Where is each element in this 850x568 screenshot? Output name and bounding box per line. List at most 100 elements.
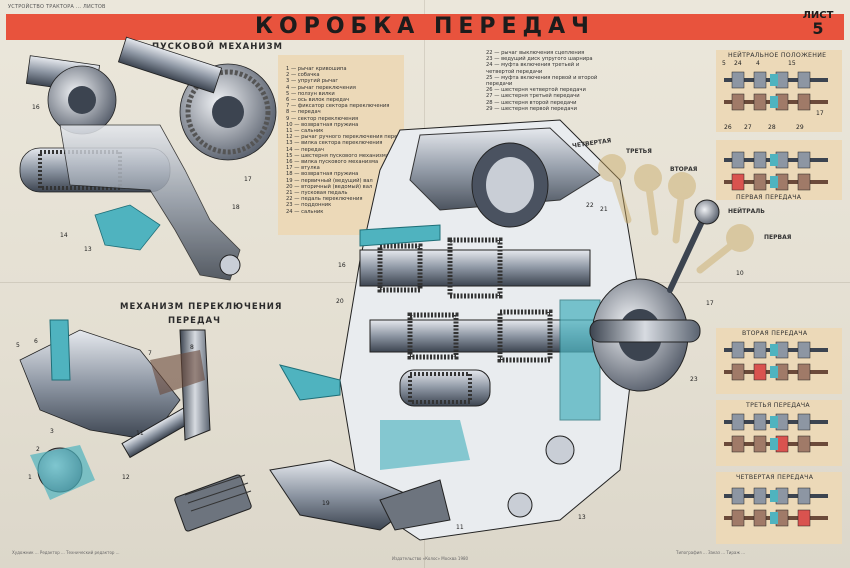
shift-coupling xyxy=(770,416,778,428)
legend-left-item: 11 — сальник xyxy=(286,128,324,135)
callout-number: 8 xyxy=(190,344,194,351)
legend-left-item: 20 — вторичный (ведомый) вал xyxy=(286,183,373,190)
callout-number: 11 xyxy=(136,430,144,437)
legend-right-item: 22 — рычаг выключения сцепления xyxy=(486,50,585,56)
shift-mechanism xyxy=(19,319,252,532)
gear-block xyxy=(753,363,767,381)
shift-coupling xyxy=(770,74,778,86)
legend-left-item: 5 — ползун вилки xyxy=(286,90,335,97)
gear-block xyxy=(731,363,745,381)
callout-number: 7 xyxy=(148,350,152,357)
sheet-label: ЛИСТ xyxy=(802,10,834,21)
gear-block xyxy=(797,363,811,381)
panel-title-neutral: НЕЙТРАЛЬНОЕ ПОЛОЖЕНИЕ xyxy=(728,52,827,59)
neutral-label-bottom: 28 xyxy=(768,124,776,131)
legend-left-item: 8 — передач xyxy=(286,109,321,116)
gear-row-drawings xyxy=(724,71,828,527)
callout-number: 1 xyxy=(28,474,32,481)
gear-block xyxy=(731,173,745,191)
gear-block xyxy=(753,151,767,169)
legend-right-item: четвертой передачи xyxy=(486,68,543,75)
shift-coupling xyxy=(770,96,778,108)
gear-block xyxy=(731,487,745,505)
neutral-label-bottom: 27 xyxy=(744,124,752,131)
gearbox-cutaway xyxy=(269,119,720,541)
legend-right-item: 29 — шестерня первой передачи xyxy=(486,105,577,112)
heading-shift-2: ПЕРЕДАЧ xyxy=(168,316,221,326)
callout-number: 17 xyxy=(244,176,252,183)
legend-left-item: 10 — возвратная пружина xyxy=(286,121,359,128)
gear-block xyxy=(753,435,767,453)
callout-number: 18 xyxy=(232,204,240,211)
legend-right-item: 26 — шестерня четвертой передачи xyxy=(486,87,586,94)
callout-number: 6 xyxy=(34,338,38,345)
callout-number: 13 xyxy=(84,246,92,253)
legend-right-item: передачи xyxy=(486,81,513,88)
gear-block xyxy=(797,435,811,453)
legend-left-item: 12 — рычаг ручного переключения передач xyxy=(286,134,408,141)
callout-number: 16 xyxy=(32,104,40,111)
gear-label-first: ПЕРВАЯ xyxy=(764,234,792,241)
gear-block xyxy=(797,509,811,527)
legend-left-item: 15 — шестерня пускового механизма xyxy=(286,152,389,159)
legend-left-item: 24 — сальник xyxy=(286,208,324,215)
callout-number: 10 xyxy=(736,270,744,277)
legend-right-item: 25 — муфта включения первой и второй xyxy=(486,74,598,81)
shift-coupling xyxy=(770,344,778,356)
gear-block xyxy=(797,413,811,431)
callout-number: 23 xyxy=(690,376,698,383)
neutral-label-top: 15 xyxy=(788,60,796,67)
gear-block xyxy=(753,487,767,505)
footer-left: Художник ... Редактор ... Технический ре… xyxy=(12,550,120,555)
legend-left-item: 17 — втулка xyxy=(286,165,320,172)
gear-block xyxy=(753,173,767,191)
shift-coupling xyxy=(770,176,778,188)
neutral-label-top: 4 xyxy=(756,60,760,67)
legend-left-item: 6 — ось вилок передач xyxy=(286,97,350,104)
neutral-label-side: 17 xyxy=(816,110,824,117)
gear-block xyxy=(731,151,745,169)
legend-left-item: 16 — вилка пускового механизма xyxy=(286,159,379,166)
panel-title-second: ВТОРАЯ ПЕРЕДАЧА xyxy=(742,330,808,337)
legend-left-item: 1 — рычаг кривошипа xyxy=(286,66,347,72)
legend-left-item: 7 — фиксатор сектора переключения xyxy=(286,103,390,110)
footer-mid: Издательство «Колос» Москва 1980 xyxy=(392,556,469,561)
callout-number: 2 xyxy=(36,446,40,453)
callout-number: 13 xyxy=(578,514,586,521)
shift-coupling xyxy=(770,438,778,450)
callout-number: 11 xyxy=(456,524,464,531)
legend-right-item: 24 — муфта включения третьей и xyxy=(486,62,580,69)
neutral-label-bottom: 26 xyxy=(724,124,732,131)
right-gear-diagrams xyxy=(716,50,842,544)
callout-number: 12 xyxy=(122,474,130,481)
legend-left-item: 18 — возвратная пружина xyxy=(286,171,359,178)
gear-label-neutral: НЕЙТРАЛЬ xyxy=(728,208,765,215)
gear-block xyxy=(731,341,745,359)
gear-block xyxy=(797,341,811,359)
callout-number: 22 xyxy=(586,202,594,209)
callout-number: 17 xyxy=(706,300,714,307)
neutral-label-top: 5 xyxy=(722,60,726,67)
gear-block xyxy=(753,413,767,431)
neutral-label-bottom: 29 xyxy=(796,124,804,131)
gear-block xyxy=(797,173,811,191)
gear-block xyxy=(753,71,767,89)
title-banner xyxy=(6,14,844,40)
gear-block xyxy=(731,413,745,431)
neutral-label-top: 24 xyxy=(734,60,742,67)
panel-title-first: ПЕРВАЯ ПЕРЕДАЧА xyxy=(736,194,802,201)
callout-number: 20 xyxy=(336,298,344,305)
gear-block xyxy=(731,93,745,111)
sheet-box: ЛИСТ 5 xyxy=(796,10,840,44)
legend-left-item: 3 — упругий рычаг xyxy=(286,78,339,85)
sheet-number: 5 xyxy=(812,19,824,38)
panel-title-third: ТРЕТЬЯ ПЕРЕДАЧА xyxy=(746,402,810,409)
callout-number: 16 xyxy=(338,262,346,269)
callout-number: 5 xyxy=(16,342,20,349)
gear-block xyxy=(797,487,811,505)
gear-block xyxy=(797,71,811,89)
gear-block xyxy=(731,435,745,453)
